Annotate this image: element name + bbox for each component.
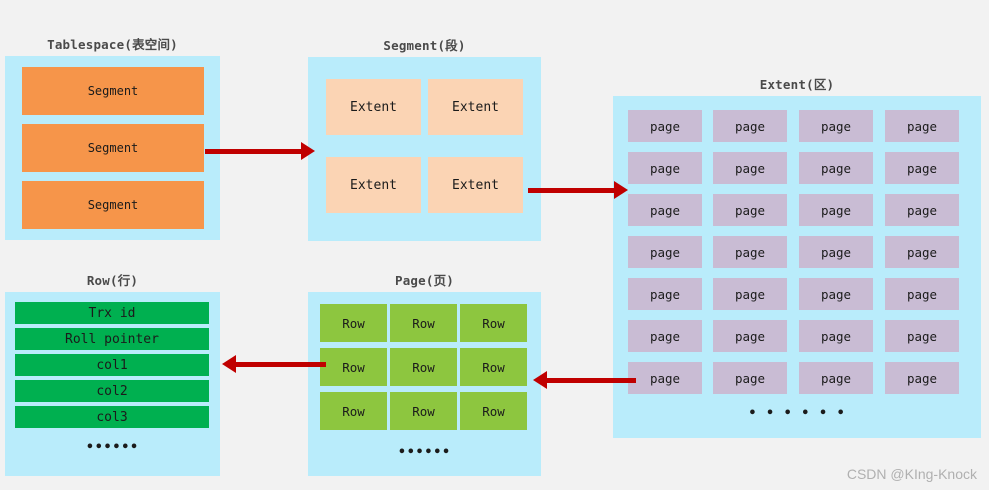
tablespace-segment-item[interactable]: Segment bbox=[22, 181, 204, 229]
extent-ellipsis: • • • • • • bbox=[748, 406, 846, 421]
panel-title-segment: Segment(段) bbox=[383, 38, 466, 53]
panel-title-page: Page(页) bbox=[394, 273, 455, 288]
panel-body-tablespace: Segment Segment Segment bbox=[5, 56, 220, 240]
watermark: CSDN @KIng-Knock bbox=[846, 466, 977, 482]
extent-page-item[interactable]: page bbox=[799, 194, 873, 226]
arrow-shaft bbox=[546, 377, 636, 383]
segment-extent-item[interactable]: Extent bbox=[428, 157, 523, 213]
row-field-col1[interactable]: col1 bbox=[15, 354, 209, 376]
arrow-head-icon bbox=[222, 355, 236, 373]
extent-page-item[interactable]: page bbox=[628, 362, 702, 394]
page-row-item[interactable]: Row bbox=[460, 348, 527, 386]
panel-tablespace: Tablespace(表空间) Segment Segment Segment bbox=[5, 34, 220, 240]
panel-row: Row(行) Trx id Roll pointer col1 col2 col… bbox=[5, 270, 220, 476]
row-field-roll-pointer[interactable]: Roll pointer bbox=[15, 328, 209, 350]
arrow-head-icon bbox=[301, 142, 315, 160]
extent-page-item[interactable]: page bbox=[628, 236, 702, 268]
extent-page-item[interactable]: page bbox=[713, 194, 787, 226]
panel-page: Page(页) Row Row Row Row Row Row Row Row … bbox=[308, 270, 541, 476]
page-row-item[interactable]: Row bbox=[460, 304, 527, 342]
page-row-item[interactable]: Row bbox=[460, 392, 527, 430]
extent-page-item[interactable]: page bbox=[628, 194, 702, 226]
extent-page-item[interactable]: page bbox=[799, 110, 873, 142]
panel-title-extent: Extent(区) bbox=[759, 77, 835, 92]
extent-page-item[interactable]: page bbox=[885, 362, 959, 394]
extent-page-item[interactable]: page bbox=[713, 320, 787, 352]
extent-page-item[interactable]: page bbox=[885, 278, 959, 310]
panel-body-row: Trx id Roll pointer col1 col2 col3 •••••… bbox=[5, 292, 220, 476]
extent-page-item[interactable]: page bbox=[799, 152, 873, 184]
panel-title-row: Row(行) bbox=[86, 273, 139, 288]
extent-page-item[interactable]: page bbox=[885, 110, 959, 142]
row-ellipsis: •••••• bbox=[86, 440, 139, 455]
panel-body-extent: page page page page page page page page … bbox=[613, 96, 981, 438]
extent-page-item[interactable]: page bbox=[713, 236, 787, 268]
extent-page-item[interactable]: page bbox=[885, 236, 959, 268]
panel-body-page: Row Row Row Row Row Row Row Row Row ••••… bbox=[308, 292, 541, 476]
extent-page-item[interactable]: page bbox=[799, 236, 873, 268]
extent-page-item[interactable]: page bbox=[885, 320, 959, 352]
arrow-shaft bbox=[235, 361, 326, 367]
extent-page-item[interactable]: page bbox=[713, 110, 787, 142]
tablespace-segment-item[interactable]: Segment bbox=[22, 67, 204, 115]
page-row-item[interactable]: Row bbox=[320, 348, 387, 386]
extent-page-item[interactable]: page bbox=[628, 320, 702, 352]
arrow-head-icon bbox=[614, 181, 628, 199]
extent-page-item[interactable]: page bbox=[885, 194, 959, 226]
extent-page-item[interactable]: page bbox=[885, 152, 959, 184]
page-ellipsis: •••••• bbox=[398, 445, 451, 460]
segment-extent-item[interactable]: Extent bbox=[428, 79, 523, 135]
extent-page-item[interactable]: page bbox=[628, 278, 702, 310]
extent-page-item[interactable]: page bbox=[628, 110, 702, 142]
page-row-item[interactable]: Row bbox=[390, 304, 457, 342]
extent-page-item[interactable]: page bbox=[713, 362, 787, 394]
page-row-item[interactable]: Row bbox=[320, 392, 387, 430]
segment-extent-item[interactable]: Extent bbox=[326, 79, 421, 135]
panel-segment: Segment(段) Extent Extent Extent Extent bbox=[308, 35, 541, 241]
tablespace-segment-item[interactable]: Segment bbox=[22, 124, 204, 172]
row-field-col2[interactable]: col2 bbox=[15, 380, 209, 402]
page-row-item[interactable]: Row bbox=[390, 392, 457, 430]
extent-page-item[interactable]: page bbox=[713, 278, 787, 310]
arrow-shaft bbox=[528, 187, 615, 193]
page-row-item[interactable]: Row bbox=[390, 348, 457, 386]
panel-title-tablespace: Tablespace(表空间) bbox=[47, 37, 178, 52]
panel-extent: Extent(区) page page page page page page … bbox=[613, 74, 981, 438]
segment-extent-item[interactable]: Extent bbox=[326, 157, 421, 213]
row-field-col3[interactable]: col3 bbox=[15, 406, 209, 428]
extent-page-item[interactable]: page bbox=[628, 152, 702, 184]
row-field-trx-id[interactable]: Trx id bbox=[15, 302, 209, 324]
panel-body-segment: Extent Extent Extent Extent bbox=[308, 57, 541, 241]
extent-page-item[interactable]: page bbox=[799, 362, 873, 394]
page-row-item[interactable]: Row bbox=[320, 304, 387, 342]
extent-page-item[interactable]: page bbox=[713, 152, 787, 184]
extent-page-item[interactable]: page bbox=[799, 320, 873, 352]
arrow-head-icon bbox=[533, 371, 547, 389]
extent-page-item[interactable]: page bbox=[799, 278, 873, 310]
arrow-shaft bbox=[205, 148, 302, 154]
